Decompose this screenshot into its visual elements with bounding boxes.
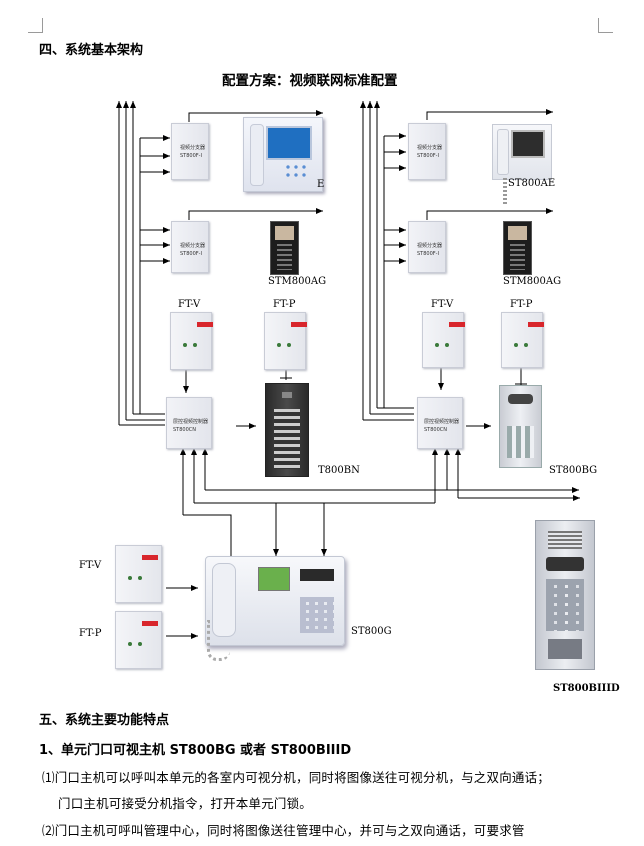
unit-keypad [277, 244, 292, 270]
power-supply-ftv-bottom [115, 545, 162, 603]
door-camera [508, 394, 533, 404]
section-4-heading: 四、系统基本架构 [39, 43, 144, 58]
led-indicator [138, 642, 142, 646]
unit-keypad [510, 244, 525, 270]
led-indicator [128, 576, 132, 580]
indoor-monitor-left [243, 117, 323, 192]
led-indicator [287, 343, 291, 347]
power-supply-ftv-right [422, 312, 465, 368]
power-supply-ftp-bottom [115, 611, 162, 669]
page-corner-mark-right [598, 18, 613, 33]
door-label-right: ST800BG [549, 465, 598, 476]
section-5-heading: 五、系统主要功能特点 [39, 713, 170, 728]
controller-label: 层控视频控制器 ST800CN [424, 419, 460, 433]
video-splitter-right-mid: 视频分支器 ST800F-I [408, 221, 446, 273]
monitor-screen [266, 126, 312, 160]
floor-controller-right: 层控视频控制器 ST800CN [417, 397, 463, 449]
center-display [300, 569, 334, 581]
monitor-handset [497, 129, 509, 175]
led-indicator [524, 343, 528, 347]
led-indicator [514, 343, 518, 347]
brand-badge [142, 621, 158, 626]
splitter-label: 视频分支器 ST800F-I [180, 243, 206, 257]
large-panel-label: ST800BIIID [553, 683, 620, 694]
door-keypad [274, 409, 300, 469]
center-video-screen [258, 567, 290, 591]
monitor-screen [511, 130, 545, 158]
unit-screen [508, 226, 527, 240]
center-keypad [300, 597, 334, 633]
led-indicator [138, 576, 142, 580]
diagram-title: 配置方案：视频联网标准配置 [222, 73, 398, 89]
unit-screen [275, 226, 294, 240]
paragraph-1-line-1: ⑴门口主机可以呼叫本单元的各室内可视分机，同时将图像送往可视分机，与之双向通话； [42, 770, 551, 785]
led-indicator [277, 343, 281, 347]
indoor-unit-left [270, 221, 299, 275]
led-indicator [435, 343, 439, 347]
ftv-label-right: FT-V [431, 299, 454, 310]
brand-badge [449, 322, 465, 327]
door-station-panel-large [535, 520, 595, 670]
panel-keypad [546, 579, 584, 631]
door-station-right [499, 385, 542, 468]
center-unit-label: ST800G [351, 626, 392, 637]
subheading-door-host: 1、单元门口可视主机 ST800BG 或者 ST800BIIID [39, 743, 352, 758]
card-reader [548, 639, 582, 659]
ftp-label-left: FT-P [273, 299, 296, 310]
led-indicator [183, 343, 187, 347]
page-corner-mark-left [28, 18, 43, 33]
paragraph-1-line-2: 门口主机可接受分机指令，打开本单元门锁。 [58, 796, 313, 811]
ftp-label-right: FT-P [510, 299, 533, 310]
floor-controller-left: 层控视频控制器 ST800CN [166, 397, 212, 449]
power-supply-ftp-left [264, 312, 307, 370]
monitor-handset [250, 124, 264, 186]
monitor-label-left: E [317, 179, 325, 190]
brand-badge [528, 322, 544, 327]
indoor-label-left: STM800AG [268, 276, 327, 287]
paragraph-2-line-1: ⑵门口主机可呼叫管理中心，同时将图像送往管理中心，并可与之双向通话，可要求管 [42, 823, 525, 838]
management-center-unit [205, 556, 345, 646]
led-indicator [128, 642, 132, 646]
indoor-unit-right [503, 221, 532, 275]
monitor-label-right: ST800AE [508, 178, 556, 189]
video-splitter-left-top: 视频分支器 ST800F-I [171, 123, 209, 180]
monitor-buttons [284, 163, 306, 181]
splitter-label: 视频分支器 ST800F-I [180, 145, 206, 159]
video-splitter-right-top: 视频分支器 ST800F-I [408, 123, 446, 180]
center-handset-cord [207, 620, 230, 661]
panel-display [546, 557, 584, 571]
brand-badge [142, 555, 158, 560]
speaker-grille [548, 531, 582, 549]
power-supply-ftp-right [501, 312, 544, 368]
ftv-label-bottom: FT-V [79, 560, 102, 571]
power-supply-ftv-left [170, 312, 213, 370]
splitter-label: 视频分支器 ST800F-I [417, 145, 443, 159]
ftv-label-left: FT-V [178, 299, 201, 310]
indoor-monitor-right [492, 124, 552, 180]
controller-label: 层控视频控制器 ST800CN [173, 419, 209, 433]
splitter-label: 视频分支器 ST800F-I [417, 243, 443, 257]
brand-badge [291, 322, 307, 327]
door-camera [282, 392, 292, 398]
door-label-left: T800BN [318, 465, 360, 476]
led-indicator [445, 343, 449, 347]
led-indicator [193, 343, 197, 347]
door-station-left [265, 383, 309, 477]
door-keypad [507, 426, 534, 458]
handset-cord [503, 178, 507, 206]
brand-badge [197, 322, 213, 327]
video-splitter-left-mid: 视频分支器 ST800F-I [171, 221, 209, 273]
ftp-label-bottom: FT-P [79, 628, 102, 639]
indoor-label-right: STM800AG [503, 276, 562, 287]
